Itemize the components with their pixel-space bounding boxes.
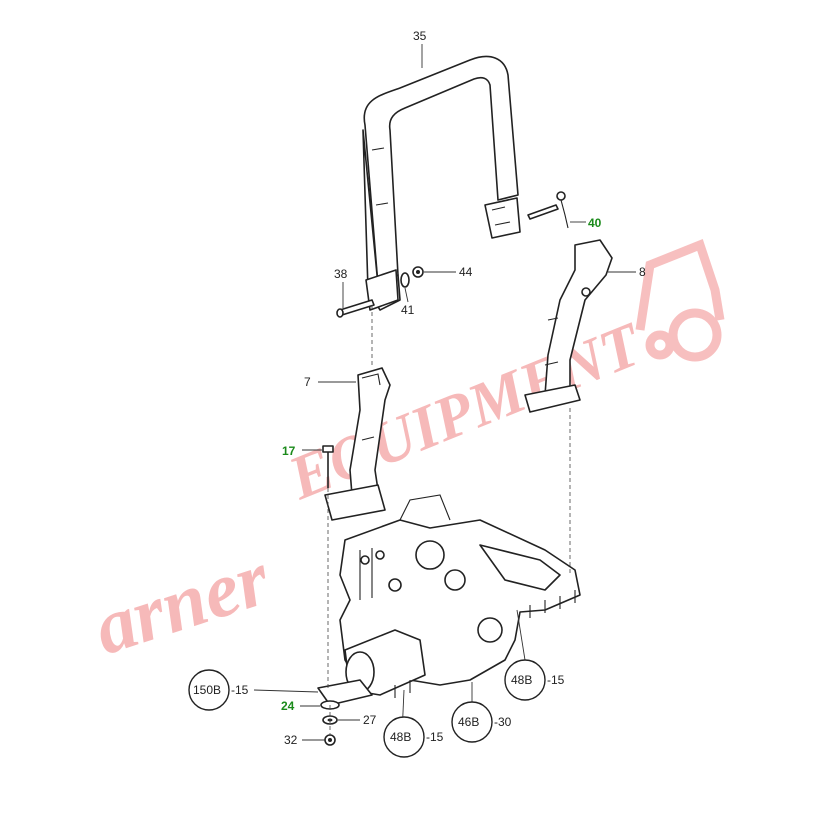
tractor-logo-icon (635, 239, 725, 362)
ref-46b-suffix: -30 (494, 715, 512, 729)
callout-24: 24 (281, 699, 295, 713)
callout-8: 8 (639, 265, 646, 279)
left-rops-bracket (324, 367, 391, 521)
ref-150b-suffix: -15 (231, 683, 249, 697)
ref-48b-right-suffix: -15 (547, 673, 565, 687)
roll-bar-frame (362, 55, 521, 311)
ref-46b-label: 46B (458, 715, 479, 729)
watermark-text-right: EQUIPMENT (279, 310, 652, 514)
alignment-lines (327, 305, 571, 735)
callout-7: 7 (304, 375, 311, 389)
callout-38: 38 (334, 267, 348, 281)
callout-32: 32 (284, 733, 298, 747)
callout-40: 40 (588, 216, 602, 230)
watermark-text-left: arner (83, 533, 280, 671)
ref-46b[interactable]: 46B -30 (451, 701, 512, 743)
ref-150b[interactable]: 150B -15 (188, 669, 319, 711)
callout-35: 35 (413, 29, 427, 43)
bolt-17 (322, 445, 334, 488)
ref-48b-right[interactable]: 48B -15 (504, 659, 565, 701)
bolt-hardware-upper (336, 266, 424, 318)
ref-48b-bottom-label: 48B (390, 730, 411, 744)
ref-150b-label: 150B (193, 683, 221, 697)
ref-48b-right-label: 48B (511, 673, 532, 687)
pin-assembly (527, 191, 569, 229)
ref-48b-bottom[interactable]: 48B -15 (383, 716, 444, 758)
callout-27: 27 (363, 713, 377, 727)
transmission-housing (317, 494, 581, 706)
callout-44: 44 (459, 265, 473, 279)
callout-41: 41 (401, 303, 415, 317)
callout-17: 17 (282, 444, 296, 458)
right-rops-bracket (524, 239, 613, 413)
ref-48b-bottom-suffix: -15 (426, 730, 444, 744)
